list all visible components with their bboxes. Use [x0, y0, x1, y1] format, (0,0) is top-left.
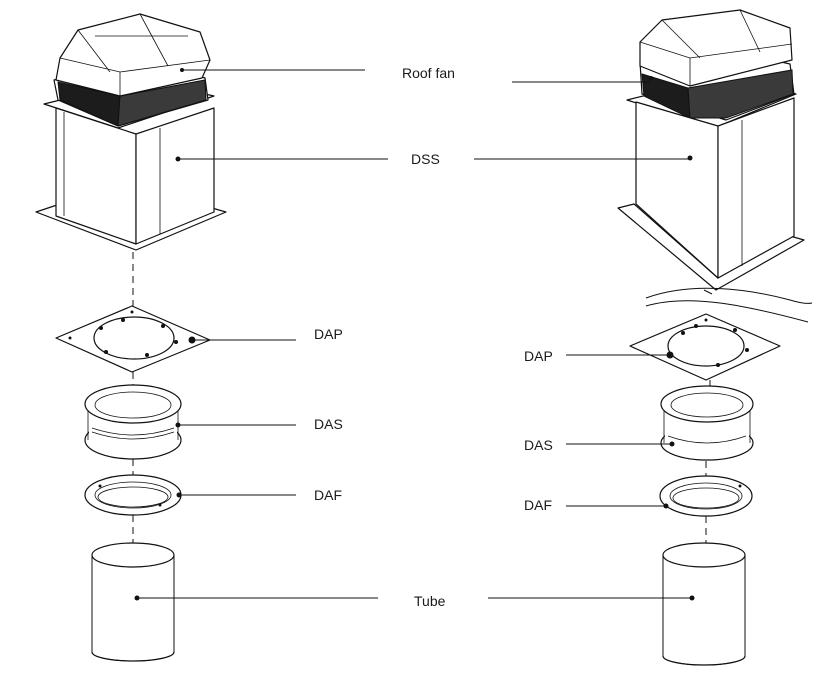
- label-dss: DSS: [411, 151, 440, 167]
- das-right: [660, 385, 754, 461]
- right-assembly: [617, 9, 813, 666]
- dap-right: [629, 313, 781, 381]
- label-roof-fan: Roof fan: [402, 65, 455, 81]
- daf-left: [84, 474, 182, 516]
- tube-left: [91, 542, 175, 662]
- label-das-left: DAS: [314, 416, 343, 432]
- daf-right: [659, 475, 753, 517]
- roof-surface-lines: [645, 287, 813, 323]
- label-dap-left: DAP: [314, 326, 343, 342]
- dap-left: [55, 305, 211, 373]
- tube-right: [662, 542, 746, 666]
- roof-fan-left: [43, 13, 215, 129]
- dss-right: [617, 97, 805, 291]
- roof-fan-right: [626, 9, 797, 129]
- labels: Roof fan DSS DAP DAP DAS DAS DAF DAF Tub…: [314, 65, 553, 609]
- das-left: [84, 384, 182, 460]
- dss-left: [35, 107, 227, 251]
- label-tube: Tube: [414, 593, 446, 609]
- label-das-right: DAS: [524, 437, 553, 453]
- leader-lines: [137, 69, 692, 599]
- left-assembly: [35, 13, 227, 662]
- label-daf-left: DAF: [314, 487, 342, 503]
- label-dap-right: DAP: [524, 348, 553, 364]
- label-daf-right: DAF: [524, 497, 552, 513]
